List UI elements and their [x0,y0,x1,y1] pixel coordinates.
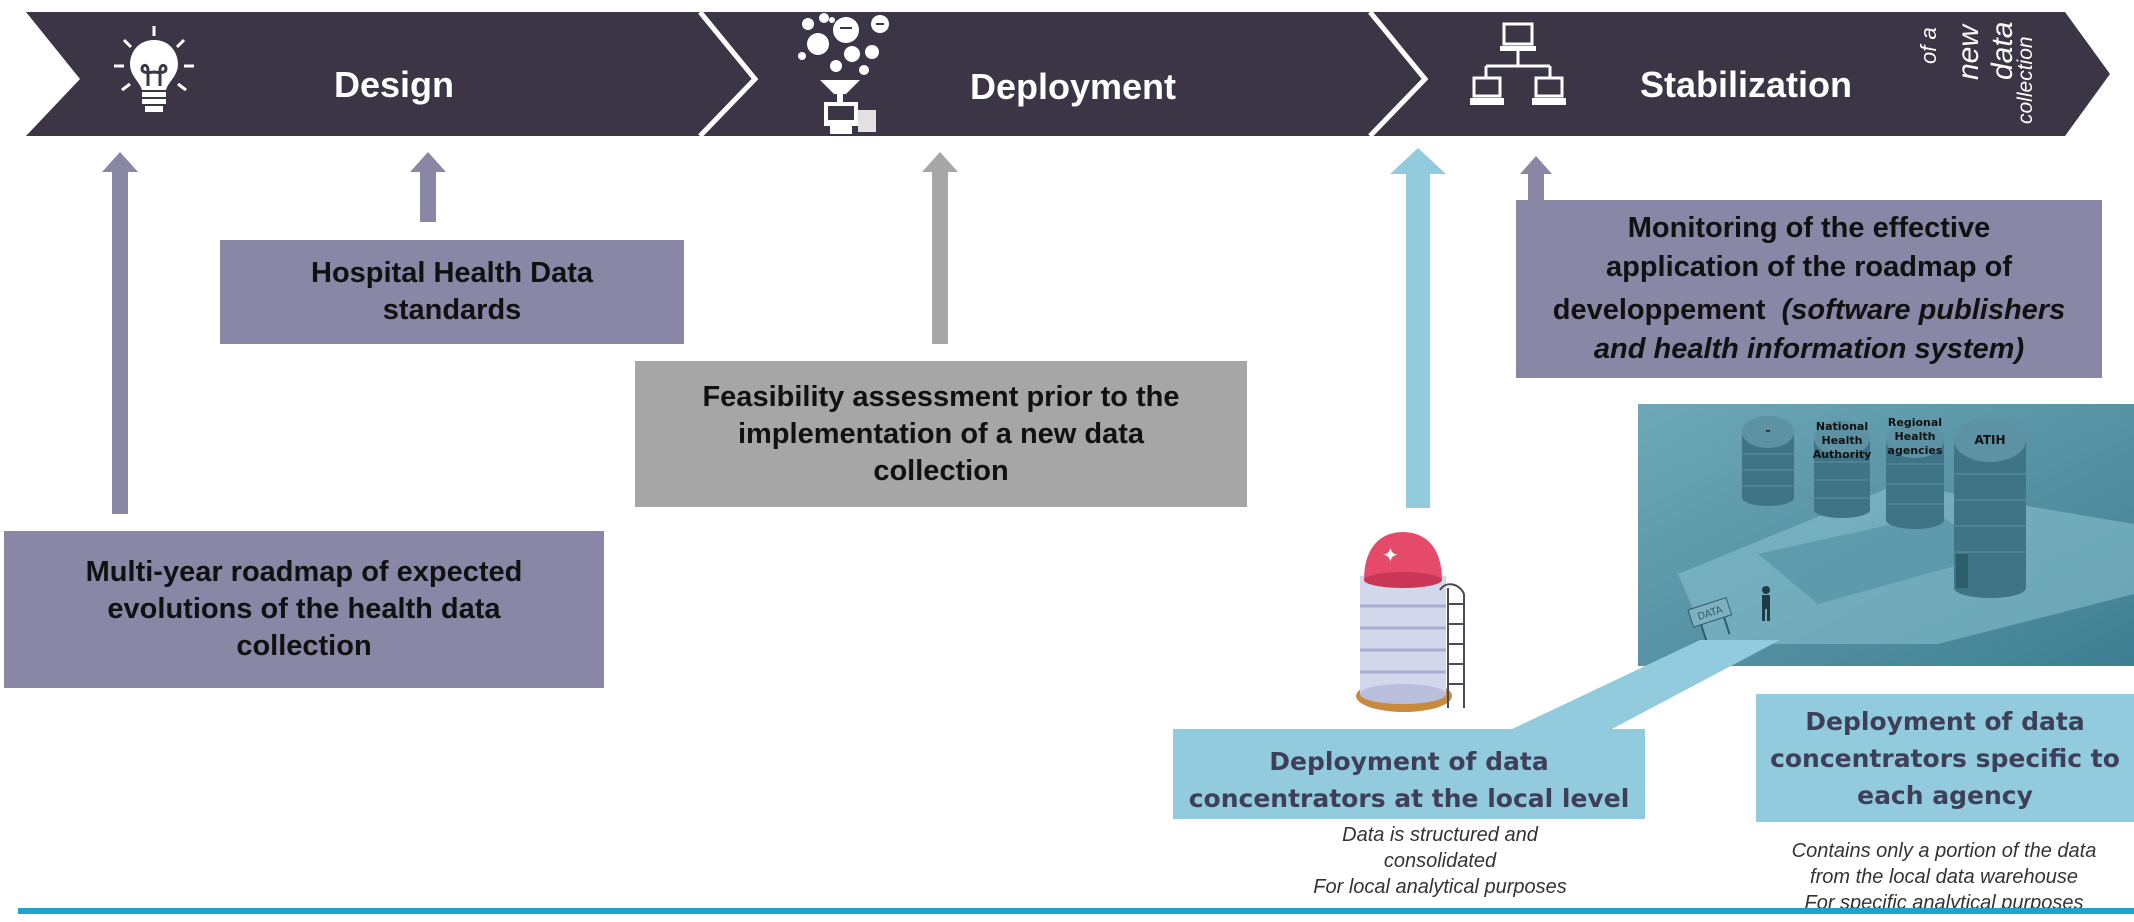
agency-note: Contains only a portion of the data from… [1754,838,2134,918]
silo-3-label-2: Health [1895,430,1936,443]
silo-1 [1742,416,1794,506]
roadmap-line-2: evolutions of the health data [107,593,501,625]
monitoring-line-3: developpement [1552,294,1766,326]
data-warehouse-illustration: – National Health Authority Regional Hea… [1638,404,2134,666]
roadmap-line-3: collection [236,630,372,662]
lightbulb-icon [114,26,194,112]
feasibility-line-1: Feasibility assessment prior to the [702,380,1180,413]
monitoring-line-3-wrap: developpement (software publishers [1553,291,2065,330]
local-note: Data is structured and consolidated For … [1240,822,1640,900]
feasibility-to-deployment-arrow [922,152,958,344]
agency-concentrators-box: Deployment of data concentrators specifi… [1756,694,2134,822]
monitoring-line-2: application of the roadmap of [1605,251,2012,283]
monitoring-box: Monitoring of the effective application … [1516,200,2102,378]
local-note-line-2: consolidated [1383,850,1497,872]
agency-note-line-1: Contains only a portion of the data [1791,840,2097,862]
feasibility-box: Feasibility assessment prior to the impl… [635,361,1247,507]
data-funnel-icon [798,13,889,134]
deployment-chevron [700,12,1425,136]
bottom-divider [18,908,2134,914]
silo-1-label: – [1765,424,1771,437]
monitoring-line-1: Monitoring of the effective [1627,212,1991,244]
feasibility-line-2: implementation of a new data [737,417,1145,450]
agency-note-line-2: from the local data warehouse [1810,866,2078,888]
stage-deployment-title: Deployment [970,66,1177,107]
local-concentrators-line-2: concentrators at the local level [1188,784,1630,813]
roadmap-to-design-arrow [102,152,138,514]
feasibility-line-3: collection [873,454,1009,487]
silo-2-label-1: National [1816,420,1868,433]
agency-concentrators-line-1: Deployment of data [1805,706,2085,736]
silo-3-label-1: Regional [1888,416,1942,429]
teal-connector-band [1510,640,1780,730]
stage-stabilization-title: Stabilization [1640,64,1853,105]
local-note-line-3: For local analytical purposes [1313,876,1567,898]
stage-design-title: Design [334,64,455,105]
database-icon: ✦ [1356,532,1465,712]
local-note-line-1: Data is structured and [1342,824,1538,846]
agency-concentrators-line-3: each agency [1857,780,2033,810]
design-chevron [26,12,755,136]
silo-atih [1954,418,2026,598]
standards-to-design-arrow [410,152,446,222]
silo-3 [1886,422,1944,529]
roadmap-box: Multi-year roadmap of expected evolution… [4,531,604,688]
silo-3-label-3: agencies [1888,444,1943,457]
hospital-standards-line-1: Hospital Health Data [311,257,593,289]
local-concentrators-line-1: Deployment of data [1269,747,1549,776]
stabilization-note-4: collection [2014,36,2037,124]
monitoring-italic-2: and health information system) [1593,333,2025,365]
stabilization-note-2: new [1952,24,1985,80]
silo-2-label-2: Health [1822,434,1863,447]
agency-concentrators-line-2: concentrators specific to [1770,743,2120,773]
hospital-standards-line-2: standards [382,294,522,326]
svg-text:✦: ✦ [1382,543,1399,567]
walking-person [1762,586,1770,621]
silo-atih-label: ATIH [1974,433,2005,447]
hospital-standards-box: Hospital Health Data standards [220,240,684,344]
stabilization-note-1: of a [1916,27,1941,64]
monitoring-italic-1: (software publishers [1781,294,2066,326]
local-concentrators-box: Deployment of data concentrators at the … [1173,729,1645,819]
local-concentrator-to-stabilization-arrow [1390,148,1446,508]
network-computers-icon [1470,22,1566,105]
roadmap-line-1: Multi-year roadmap of expected [85,556,523,588]
silo-2-label-3: Authority [1813,448,1872,461]
